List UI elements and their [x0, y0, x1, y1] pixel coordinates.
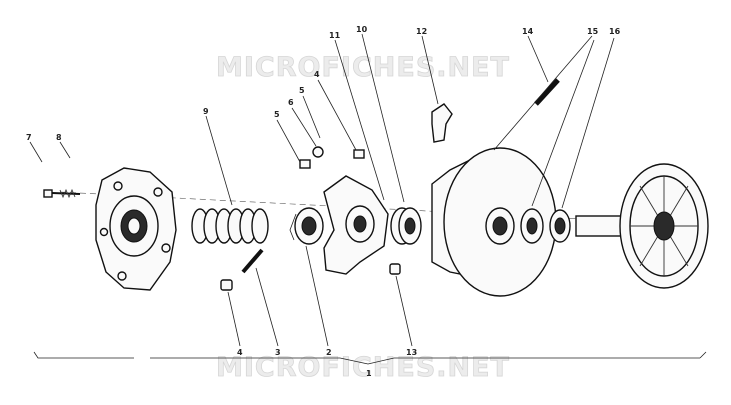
callout-7: 7	[26, 133, 32, 142]
callout-8: 8	[56, 133, 62, 142]
callout-15: 15	[587, 27, 599, 36]
bolt-assembly	[43, 188, 81, 199]
callout-4a: 4	[314, 70, 320, 79]
watermark-top: MICROFICHES.NET	[216, 52, 510, 83]
washer-16	[549, 209, 571, 243]
screw	[389, 263, 401, 275]
watermark-bottom: MICROFICHES.NET	[216, 352, 510, 383]
callout-6: 6	[288, 98, 294, 107]
shaft-with-sheave	[575, 163, 709, 289]
callout-9: 9	[203, 107, 209, 116]
assembly-bracket	[33, 351, 707, 365]
pin	[241, 248, 264, 274]
callout-14: 14	[522, 27, 534, 36]
washer-15	[520, 208, 544, 244]
callout-13: 13	[406, 348, 417, 357]
bushing	[390, 207, 422, 245]
callout-11: 11	[329, 31, 341, 40]
nut	[289, 207, 324, 245]
callout-16: 16	[609, 27, 621, 36]
long-pin	[534, 78, 560, 106]
callout-5a: 5	[274, 110, 280, 119]
elbow-fitting	[431, 103, 453, 143]
callout-5b: 5	[299, 86, 305, 95]
callout-4b: 4	[237, 348, 243, 357]
spider-bracket	[299, 146, 389, 275]
callout-12: 12	[416, 27, 427, 36]
callout-1: 1	[366, 369, 372, 378]
button	[220, 279, 233, 291]
callout-2: 2	[326, 348, 332, 357]
callout-3: 3	[275, 348, 281, 357]
spring	[191, 208, 269, 244]
leader-lines	[29, 33, 615, 347]
callout-10: 10	[356, 25, 368, 34]
fixed-hub	[95, 167, 177, 291]
